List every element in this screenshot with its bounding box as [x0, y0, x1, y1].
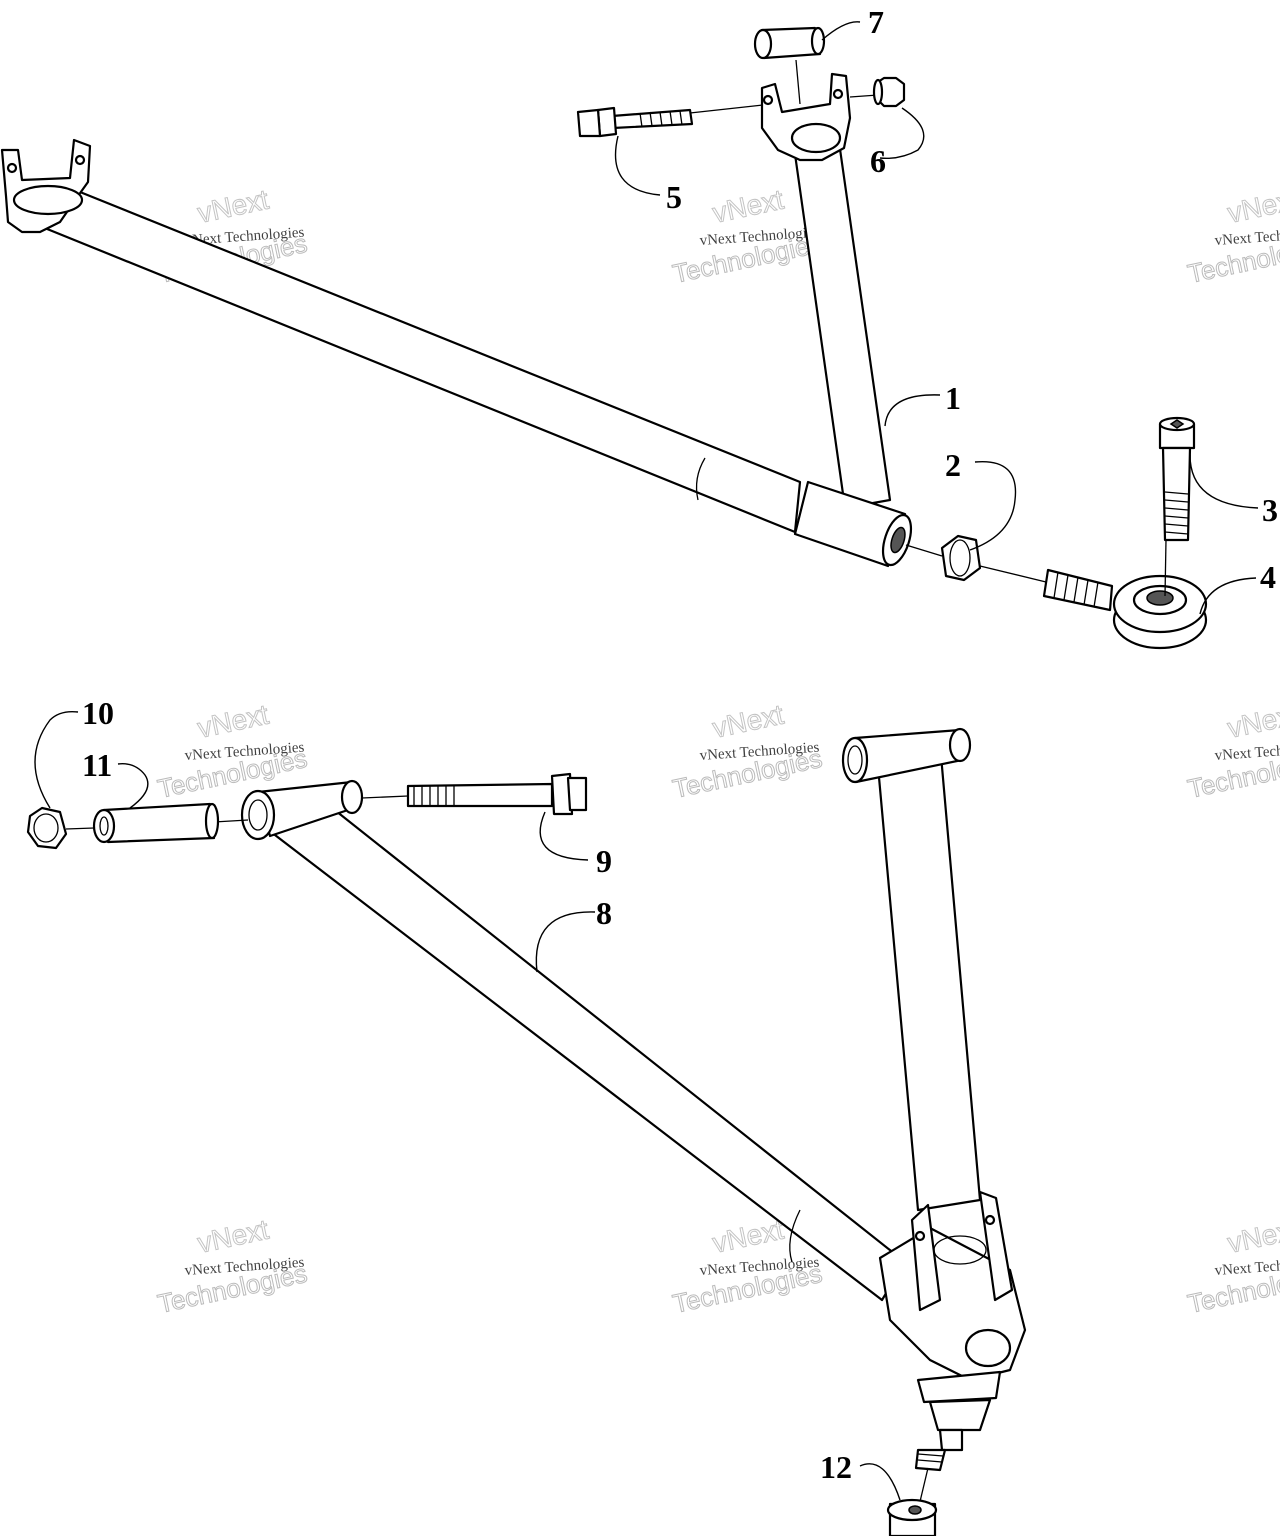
rod-end-4	[1042, 568, 1208, 650]
lower-arm-rear-tube	[874, 742, 982, 1212]
lower-a-arm	[240, 727, 1027, 1511]
bolt-9	[361, 772, 588, 816]
svg-text:vNext: vNext	[710, 699, 787, 744]
callouts: 1 2 3 4 5 6 7 8 9 10 11 12	[34, 4, 1278, 1501]
nut-10	[26, 806, 95, 850]
upper-arm-long-tube	[18, 190, 802, 534]
upper-a-arm	[0, 72, 913, 568]
upper-arm-short-tube	[791, 133, 892, 510]
callout-4: 4	[1260, 559, 1276, 595]
svg-text:vNext: vNext	[1225, 184, 1280, 229]
callout-10: 10	[82, 695, 114, 731]
callout-2: 2	[945, 447, 961, 483]
lower-arm-rear-sleeve	[841, 727, 972, 784]
callout-7: 7	[868, 4, 884, 40]
upper-arm-rear-bracket	[760, 72, 852, 162]
callout-5: 5	[666, 179, 682, 215]
svg-text:vNext: vNext	[195, 1214, 272, 1259]
callout-3: 3	[1262, 492, 1278, 528]
watermark: vNext vNext Technologies Technologies	[1185, 1213, 1280, 1319]
cap-screw-3	[1158, 416, 1196, 597]
svg-text:vNext: vNext	[195, 184, 272, 229]
svg-text:vNext: vNext	[710, 184, 787, 229]
watermark: vNext vNext Technologies Technologies	[155, 1213, 311, 1319]
lower-arm-front-tube	[256, 790, 907, 1302]
watermark: vNext vNext Technologies Technologies	[1185, 698, 1280, 804]
callout-8: 8	[596, 895, 612, 931]
watermark: vNext vNext Technologies Technologies	[1185, 183, 1280, 289]
svg-text:vNext: vNext	[1225, 699, 1280, 744]
callout-9: 9	[596, 843, 612, 879]
spacer-11	[92, 802, 249, 844]
bushing-7	[753, 26, 826, 105]
svg-text:vNext: vNext	[710, 1214, 787, 1259]
jam-nut-2	[905, 534, 1047, 583]
bolt-5	[576, 104, 764, 138]
upper-arm-end-sleeve	[793, 480, 913, 568]
callout-1: 1	[945, 380, 961, 416]
nut-12	[886, 1498, 938, 1536]
watermark: vNext vNext Technologies Technologies	[670, 183, 826, 289]
ball-joint-housing	[878, 1190, 1027, 1511]
watermark: vNext vNext Technologies Technologies	[670, 698, 826, 804]
callout-6: 6	[870, 143, 886, 179]
svg-text:vNext: vNext	[1225, 1214, 1280, 1259]
callout-12: 12	[820, 1449, 852, 1485]
nut-6	[849, 76, 906, 108]
callout-11: 11	[82, 747, 112, 783]
lower-arm-front-sleeve	[240, 779, 364, 841]
svg-text:vNext: vNext	[195, 699, 272, 744]
upper-arm-front-bracket	[0, 138, 92, 234]
